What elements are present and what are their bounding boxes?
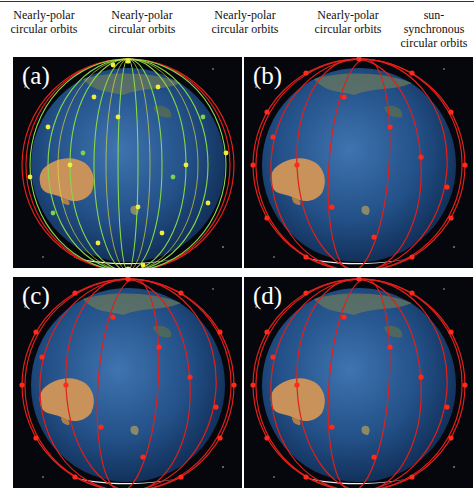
panel-label: (b): [244, 57, 282, 88]
globe-panel: (a): [13, 57, 242, 268]
table-cell: sun-synchronous circular orbits: [396, 8, 472, 50]
table-cell: Nearly-polar circular orbits: [203, 8, 287, 36]
panel-label: (a): [13, 57, 50, 88]
table-cell: Nearly-polar circular orbits: [100, 8, 184, 36]
globe-panel: (d): [244, 277, 473, 488]
panel-label: (c): [13, 277, 50, 308]
table-cell: Nearly-polar circular orbits: [306, 8, 390, 36]
table-cell: Nearly-polar circular orbits: [2, 8, 86, 36]
globe-panel: (b): [244, 57, 473, 268]
globe-panel: (c): [13, 277, 242, 488]
panel-label: (d): [244, 277, 282, 308]
